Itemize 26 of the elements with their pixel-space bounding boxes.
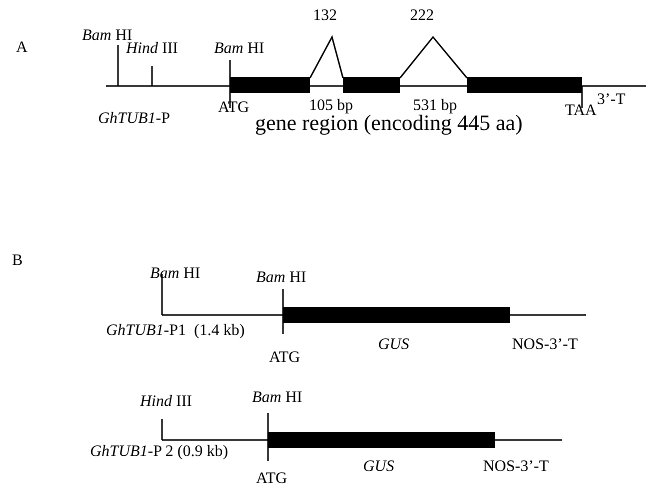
exon-length-label: 222 — [410, 8, 434, 24]
intron-length-label: 531 bp — [413, 98, 457, 114]
panel-label: B — [12, 253, 23, 269]
restriction-site-label: Bam HI — [252, 390, 302, 406]
intron-length-label: 105 bp — [309, 98, 353, 114]
restriction-site-label: Bam HI — [256, 270, 306, 286]
terminator-label: NOS-3’-T — [512, 337, 578, 353]
restriction-site-label: Hind III — [140, 394, 192, 410]
reporter-gene-label: GUS — [378, 337, 410, 353]
reporter-gene-label: GUS — [363, 459, 394, 475]
restriction-site-label: Bam HI — [150, 266, 200, 282]
restriction-site-label: Bam HI — [214, 41, 264, 57]
promoter-label: GhTUB1-P 2 (0.9 kb) — [90, 444, 228, 460]
terminator-label: 3’-T — [597, 92, 626, 108]
start-codon-label: ATG — [269, 350, 300, 366]
terminator-label: NOS-3’-T — [483, 459, 549, 475]
start-codon-label: ATG — [218, 100, 250, 116]
restriction-site-label: Hind III — [126, 41, 178, 57]
stop-codon-label: TAA — [565, 103, 597, 119]
promoter-label: GhTUB1-P — [98, 111, 170, 127]
restriction-site-label: Bam HI — [82, 28, 132, 44]
panel-label: A — [16, 40, 28, 56]
promoter-label: GhTUB1-P1 (1.4 kb) — [106, 323, 245, 339]
start-codon-label: ATG — [256, 471, 288, 485]
gene-region-label: gene region (encoding 445 aa) — [255, 112, 523, 134]
exon-length-label: 132 — [313, 8, 337, 24]
